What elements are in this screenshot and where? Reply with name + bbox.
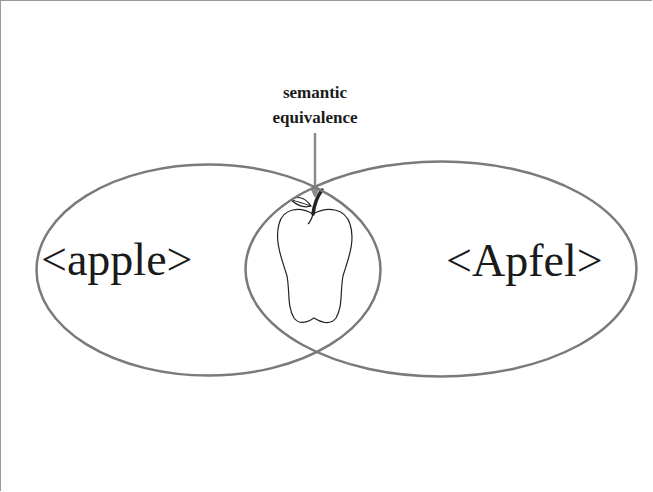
callout-label: semantic equivalence — [256, 80, 374, 130]
venn-ellipse: <apple> — [35, 163, 382, 377]
term-label: <apple> — [41, 235, 193, 286]
term-label: <Apfel> — [446, 236, 603, 287]
apple-drawing — [278, 190, 352, 323]
venn-ellipse: <Apfel> — [244, 160, 638, 378]
